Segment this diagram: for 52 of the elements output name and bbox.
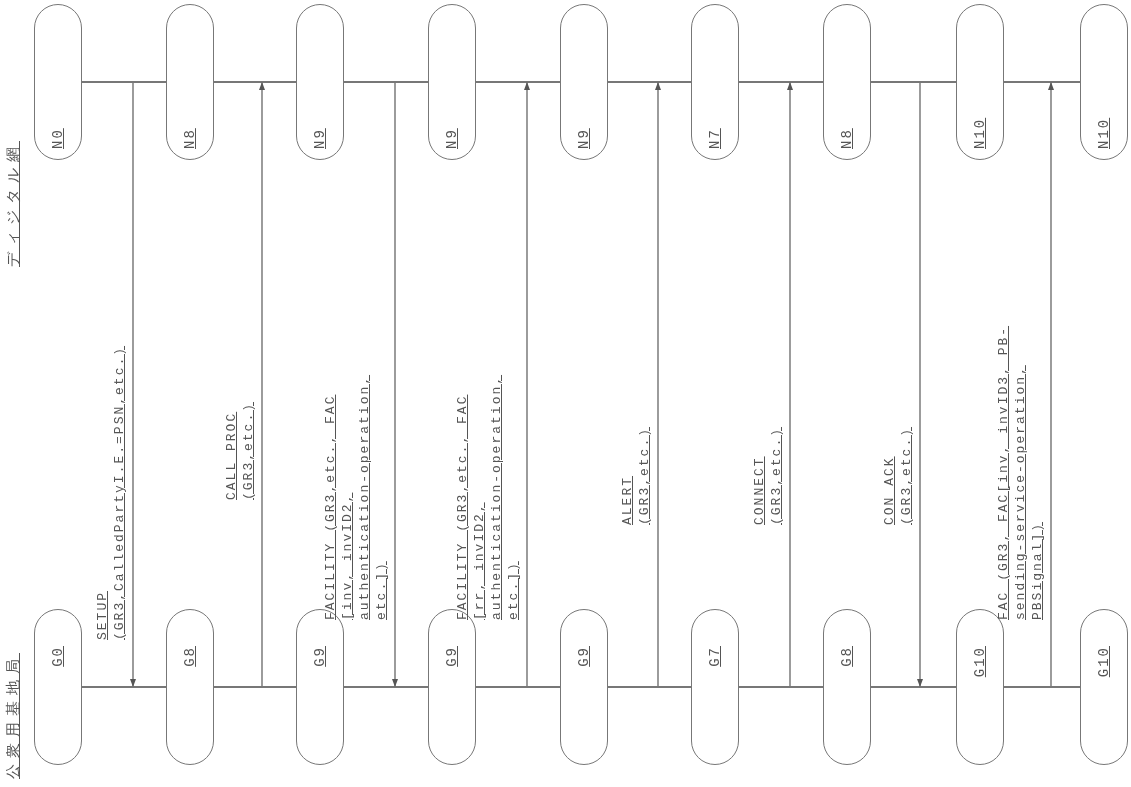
state-label: N0 (50, 128, 66, 149)
state-label: G9 (312, 646, 328, 667)
state-label: G10 (972, 646, 988, 678)
state-label: G8 (182, 646, 198, 667)
message-arrow (259, 82, 265, 687)
state-label: G9 (576, 646, 592, 667)
lifeline (82, 81, 166, 83)
lifeline (214, 686, 296, 688)
edge-label: FACILITY (GR3,etc., FAC [inv, invID2, authentication-operation, etc.]) (322, 373, 390, 620)
lifeline (608, 686, 691, 688)
lifeline (739, 81, 823, 83)
edge-label: FAC (GR3, FAC[inv, invID3, PB-sending-service-operation, PBSignal]) (995, 324, 1046, 620)
state-label: N7 (707, 128, 723, 149)
lifeline (1004, 686, 1080, 688)
state-label: N9 (312, 128, 328, 149)
lifeline (476, 686, 560, 688)
lifeline (871, 686, 956, 688)
lifeline (871, 81, 956, 83)
lifeline (608, 81, 691, 83)
state-label: G9 (444, 646, 460, 667)
message-arrow (524, 82, 530, 687)
lifeline (344, 81, 428, 83)
state-label: N8 (182, 128, 198, 149)
message-arrow (1048, 82, 1054, 687)
lifeline (476, 81, 560, 83)
lifeline (214, 81, 296, 83)
message-arrow (392, 82, 398, 687)
lifeline (82, 686, 166, 688)
state-label: N10 (972, 117, 988, 149)
state-label: G7 (707, 646, 723, 667)
edge-label: CALL PROC (GR3,etc.) (223, 401, 257, 500)
message-arrow (787, 82, 793, 687)
edge-label: FACILITY (GR3,etc., FAC [rr, invID2, authentication-operation, etc.]) (454, 373, 522, 620)
edge-label: CON ACK (GR3,etc.) (881, 426, 915, 525)
message-arrow (655, 82, 661, 687)
state-label: N9 (576, 128, 592, 149)
state-label: N10 (1096, 117, 1112, 149)
state-label: N8 (839, 128, 855, 149)
state-label: N9 (444, 128, 460, 149)
message-arrow (917, 82, 923, 687)
message-arrow (130, 82, 136, 687)
state-label: G8 (839, 646, 855, 667)
lifeline-heading: 公衆用基地局 (4, 653, 23, 779)
lifeline (739, 686, 823, 688)
edge-label: SETUP (GR3,CalledPartyI.E.=PSN,etc.) (94, 344, 128, 640)
lifeline (1004, 81, 1080, 83)
edge-label: ALERT (GR3,etc.) (619, 426, 653, 525)
state-label: G10 (1096, 646, 1112, 678)
edge-label: CONNECT (GR3,etc.) (751, 426, 785, 525)
lifeline (344, 686, 428, 688)
lifeline-heading: ディジタル網 (4, 141, 23, 267)
state-label: G0 (50, 646, 66, 667)
